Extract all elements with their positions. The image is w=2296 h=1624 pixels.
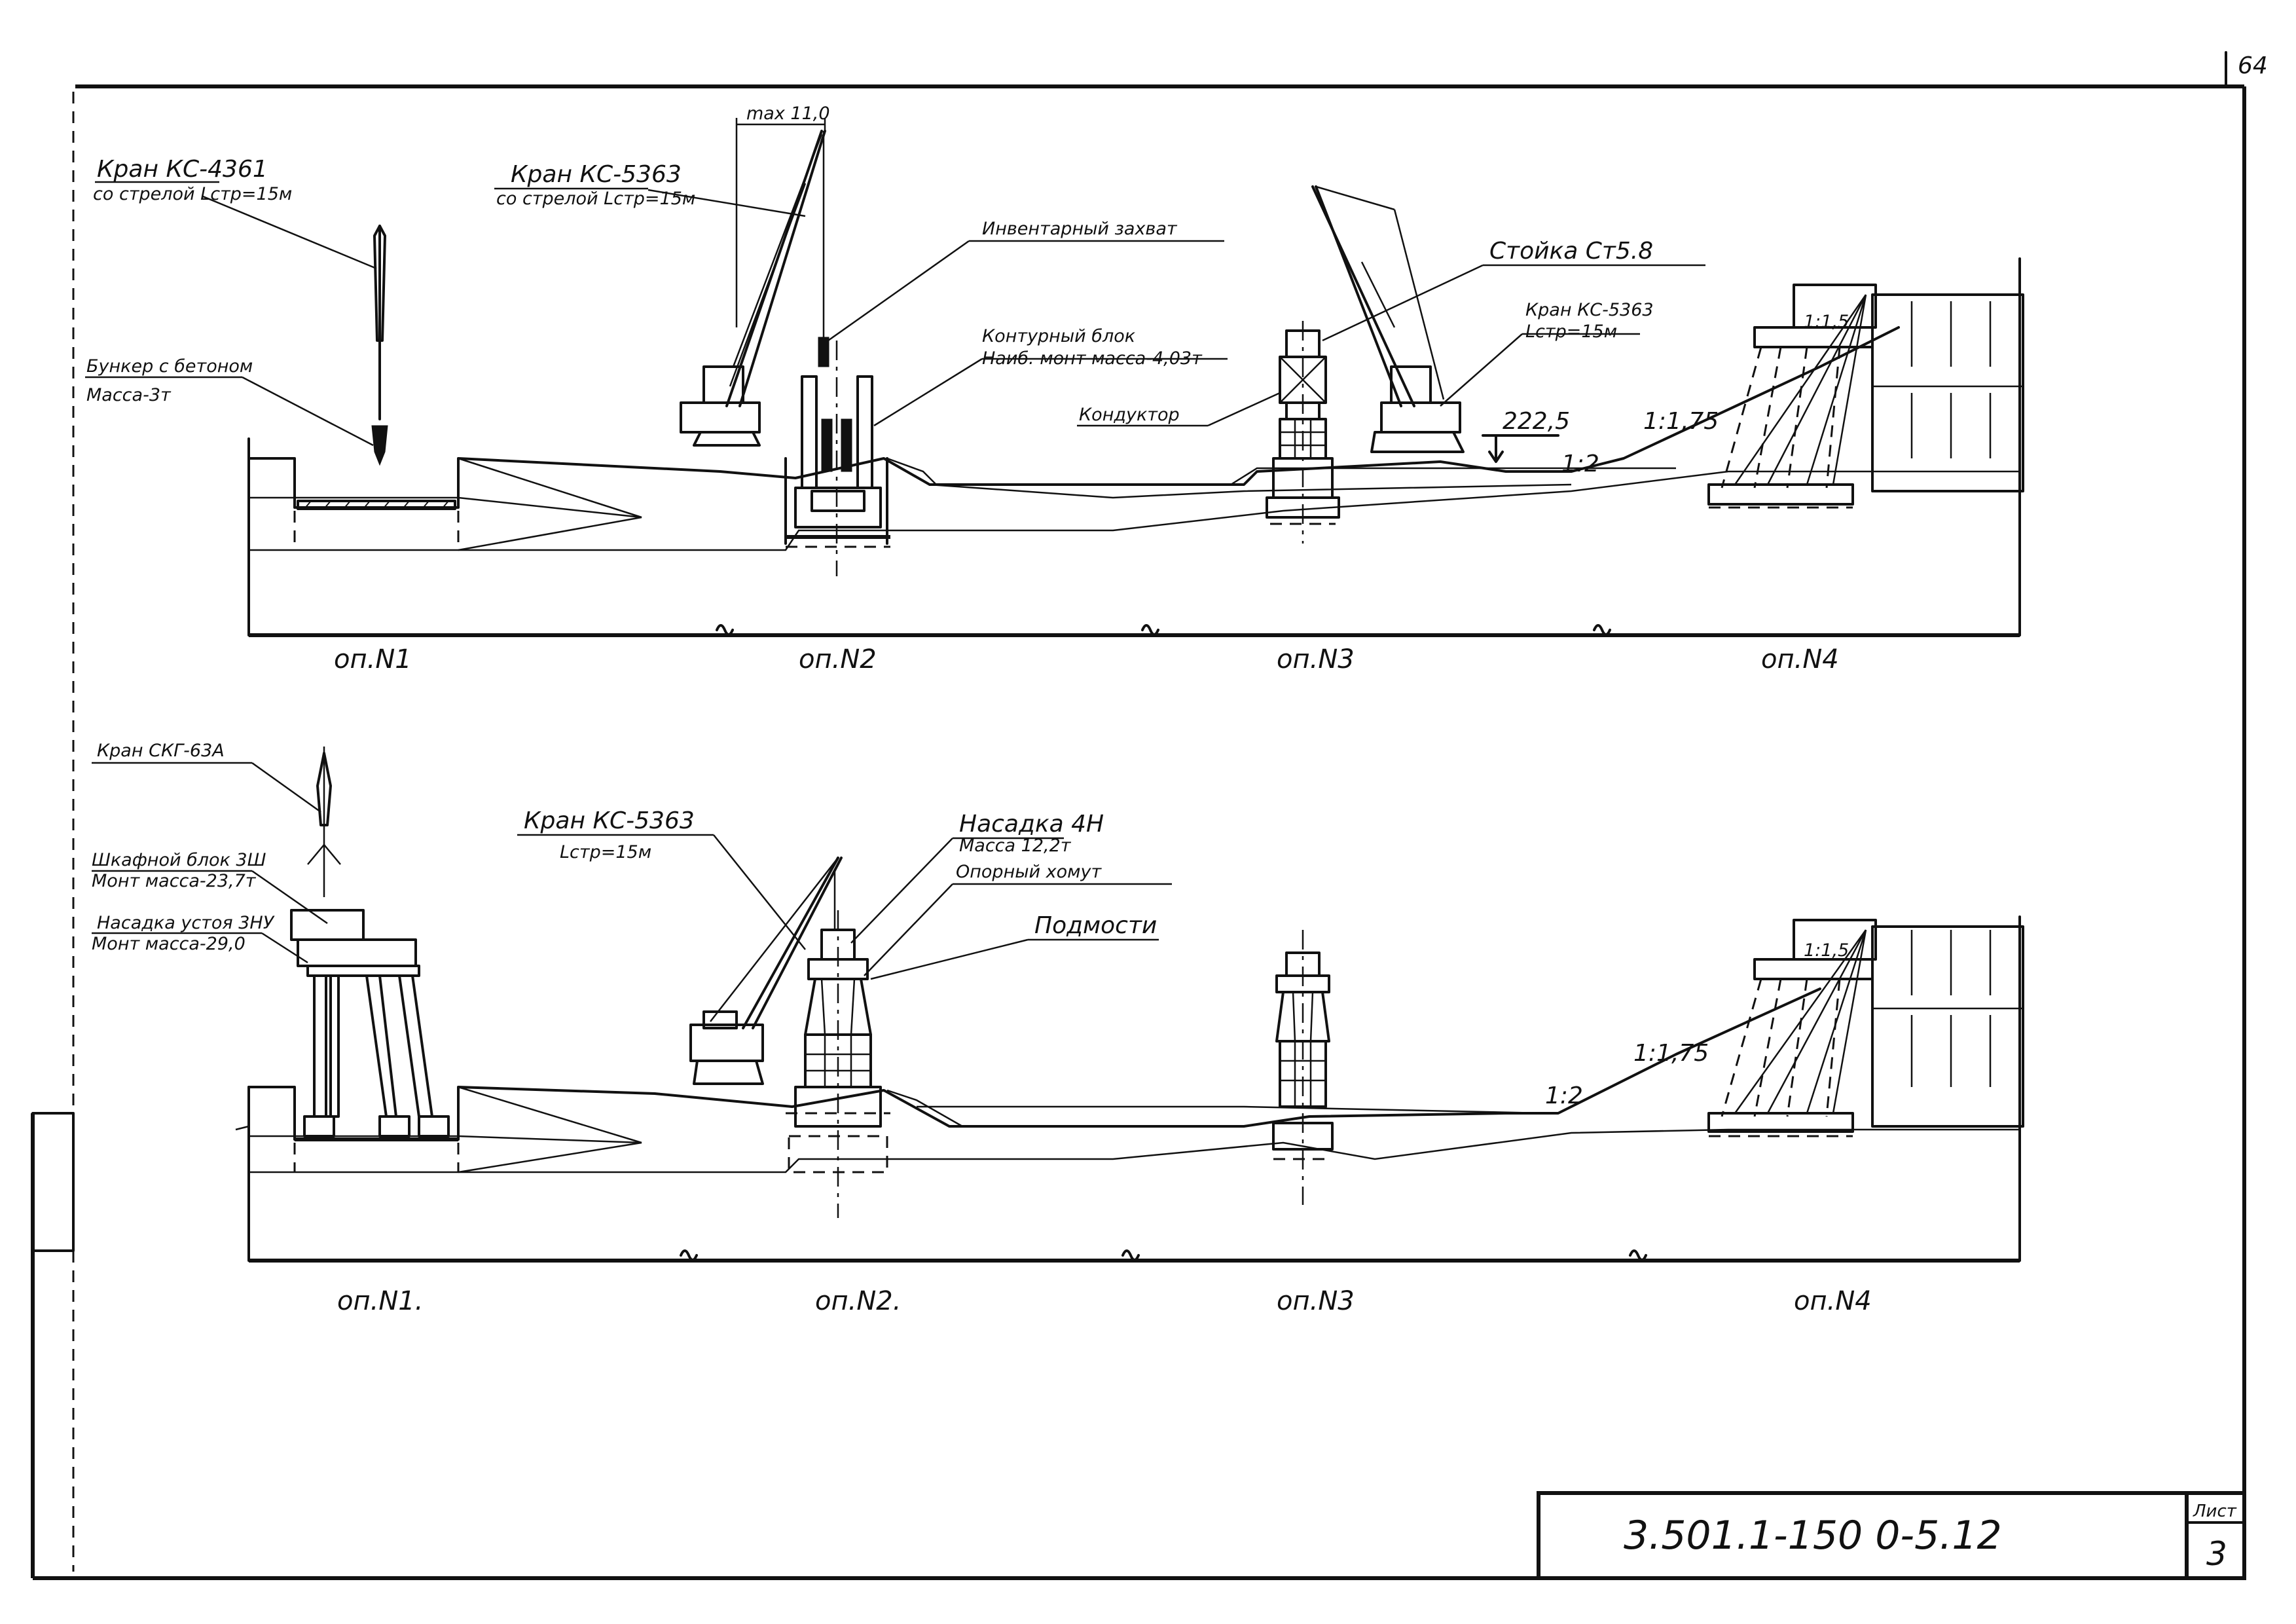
conductor-label: Кондуктор xyxy=(1079,405,1180,425)
pier-3-top xyxy=(1266,321,1340,544)
pier-2-top xyxy=(784,341,937,576)
top-support-4: оп.N4 xyxy=(1761,644,1839,674)
crane-ks5363-bottom xyxy=(689,857,843,1085)
title-block: 3.501.1-150 0-5.12 Лист 3 xyxy=(1537,1491,2246,1580)
callouts-top: Кран КС-4361 со стрелой Lстр=15м Бункер … xyxy=(85,156,1705,447)
top-support-3: оп.N3 xyxy=(1277,644,1355,674)
cap-abut-sub: Монт масса-29,0 xyxy=(92,934,246,954)
cabinet-sub: Монт масса-23,7т xyxy=(92,871,257,891)
slope-1-175: 1:1,75 xyxy=(1643,408,1719,435)
top-support-1: оп.N1 xyxy=(334,644,412,674)
elevation-label: 222,5 xyxy=(1503,408,1570,435)
page-number: 64 xyxy=(2238,52,2268,79)
bottom-support-1: оп.N1. xyxy=(337,1286,423,1316)
abutment-1-bottom xyxy=(290,747,458,1141)
pier-2-bottom xyxy=(786,910,963,1218)
ground-profile xyxy=(247,987,1821,1141)
crane3-title: Кран КС-5363 xyxy=(1525,300,1654,320)
crane-ks4361-hook xyxy=(371,225,388,466)
crane2-sub: со стрелой Lстр=15м xyxy=(496,189,695,209)
break-mark xyxy=(1593,624,1611,636)
crane3-sub: Lстр=15м xyxy=(1525,322,1617,342)
slope-1-175-b: 1:1,75 xyxy=(1633,1040,1709,1067)
max-dimension: max 11,0 xyxy=(735,103,830,327)
slope-1-2: 1:2 xyxy=(1561,451,1599,477)
bottom-support-4: оп.N4 xyxy=(1794,1286,1872,1316)
bottom-elevation: 1:2 1:1,75 1:1,5 Кран СКГ-63А Шкафной бл… xyxy=(92,741,2024,1316)
contour-sub: Наиб. монт масса-4,03т xyxy=(982,348,1203,369)
break-mark xyxy=(1121,1249,1140,1261)
clamp-label: Опорный хомут xyxy=(956,862,1102,882)
sheet-number: 3 xyxy=(2206,1535,2227,1573)
abutment-4-bottom xyxy=(1707,919,2024,1137)
max-dim-label: max 11,0 xyxy=(746,103,830,124)
abutment-4-top xyxy=(1707,284,2024,509)
crane1-sub: со стрелой Lстр=15м xyxy=(93,184,292,204)
callouts-bottom: Кран СКГ-63А Шкафной блок 3Ш Монт масса-… xyxy=(92,741,1172,980)
crane-sub-b: Lстр=15м xyxy=(560,842,651,862)
doc-code: 3.501.1-150 0-5.12 xyxy=(1624,1513,2002,1559)
crane-title-b: Кран КС-5363 xyxy=(524,807,695,834)
bunker-title: Бункер с бетоном xyxy=(86,356,253,377)
bunker-sub: Масса-3т xyxy=(86,385,172,405)
slope-1-15-b: 1:1,5 xyxy=(1804,940,1849,961)
crane-ks5363-top-right xyxy=(1311,185,1465,453)
bottom-support-3: оп.N3 xyxy=(1277,1286,1355,1316)
crane2-title: Кран КС-5363 xyxy=(511,161,682,188)
concrete-bunker xyxy=(371,425,388,466)
scaffold-label: Подмости xyxy=(1034,912,1157,939)
break-mark xyxy=(1629,1249,1647,1261)
stand-label: Стойка Ст5.8 xyxy=(1489,238,1653,265)
top-support-2: оп.N2 xyxy=(799,644,877,674)
slope-1-15: 1:1,5 xyxy=(1804,312,1849,332)
cap-title: Насадка 4Н xyxy=(959,811,1104,838)
pit-fill xyxy=(297,500,456,510)
cabinet-title: Шкафной блок 3Ш xyxy=(92,850,266,870)
break-mark xyxy=(1141,624,1159,636)
crane-ks5363-top-left xyxy=(680,130,829,447)
break-mark xyxy=(680,1249,698,1261)
cap-abut-title: Насадка устоя 3НУ xyxy=(97,913,275,933)
bottom-support-2: оп.N2. xyxy=(815,1286,901,1316)
elevation-marker: 222,5 xyxy=(1482,408,1570,463)
cap-sub: Масса 12,2т xyxy=(959,836,1072,856)
contour-title: Контурный блок xyxy=(982,326,1136,346)
grip-label: Инвентарный захват xyxy=(982,219,1178,239)
top-elevation: max 11,0 xyxy=(85,103,2024,674)
sheet-label: Лист xyxy=(2193,1502,2237,1521)
crane-skg-title: Кран СКГ-63А xyxy=(97,741,225,761)
pier-3-bottom xyxy=(1272,930,1334,1205)
sheet-frame: 64 xyxy=(31,51,2268,1580)
slope-1-2-b: 1:2 xyxy=(1545,1082,1583,1109)
crane1-title: Кран КС-4361 xyxy=(97,156,268,183)
break-mark xyxy=(716,624,734,636)
